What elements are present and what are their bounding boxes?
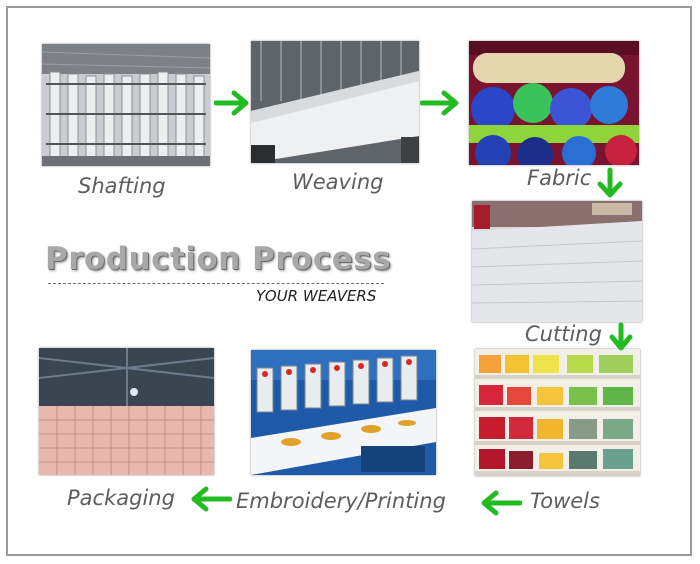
diagram-title: Production Process: [45, 241, 392, 277]
arrow-down-icon: [608, 322, 634, 352]
arrow-left-icon: [478, 489, 522, 517]
fabric-rolls-photo: [469, 41, 639, 165]
cutting-table-photo: [472, 201, 642, 322]
arrow-down-icon: [596, 167, 624, 199]
step-label-fabric: Fabric: [527, 166, 592, 190]
shafting-photo: [42, 44, 210, 166]
step-label-shafting: Shafting: [78, 174, 166, 198]
step-label-towels: Towels: [530, 489, 600, 513]
packaging-warehouse-photo: [39, 348, 214, 475]
embroidery-machine-photo: [251, 350, 436, 475]
towel-shelves-photo: [475, 349, 640, 476]
title-divider: [48, 283, 384, 284]
diagram-subtitle: YOUR WEAVERS: [256, 287, 377, 305]
arrow-right-icon: [420, 90, 460, 116]
step-label-packaging: Packaging: [67, 486, 175, 510]
step-label-cutting: Cutting: [525, 322, 602, 346]
step-label-weaving: Weaving: [292, 170, 384, 194]
arrow-right-icon: [214, 90, 250, 116]
weaving-photo: [251, 41, 419, 163]
step-label-embroidery-printing: Embroidery/Printing: [236, 489, 446, 513]
arrow-left-icon: [188, 485, 232, 513]
